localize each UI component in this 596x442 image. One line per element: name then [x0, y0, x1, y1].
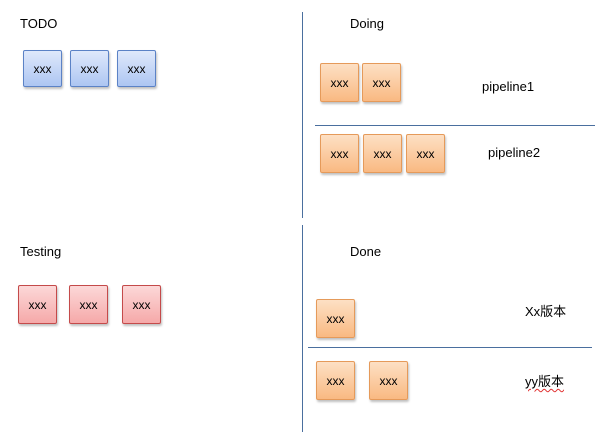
testing-title: Testing [20, 244, 62, 259]
doing-pipeline2-card-2[interactable]: xxx [363, 134, 402, 173]
todo-card-3[interactable]: xxx [117, 50, 156, 87]
done-title: Done [350, 244, 382, 259]
pipeline2-label: pipeline2 [488, 145, 541, 160]
vertical-divider-top [302, 12, 303, 218]
doing-pipeline2-card-3[interactable]: xxx [406, 134, 445, 173]
todo-card-1[interactable]: xxx [23, 50, 62, 87]
todo-card-2[interactable]: xxx [70, 50, 109, 87]
yy-version-label: yy版本 [525, 374, 565, 389]
done-xx-card-1[interactable]: xxx [316, 299, 355, 338]
doing-pipeline1-card-1[interactable]: xxx [320, 63, 359, 102]
done-yy-card-1[interactable]: xxx [316, 361, 355, 400]
doing-pipeline2-card-1[interactable]: xxx [320, 134, 359, 173]
xx-version-label: Xx版本 [525, 304, 567, 319]
vertical-divider-bottom [302, 225, 303, 432]
doing-title: Doing [350, 16, 384, 31]
done-yy-card-2[interactable]: xxx [369, 361, 408, 400]
todo-title: TODO [20, 16, 58, 31]
testing-card-2[interactable]: xxx [69, 285, 108, 324]
testing-card-1[interactable]: xxx [18, 285, 57, 324]
pipeline1-label: pipeline1 [482, 79, 535, 94]
doing-pipeline1-card-2[interactable]: xxx [362, 63, 401, 102]
done-lane-divider [308, 347, 592, 348]
doing-lane-divider [315, 125, 595, 126]
testing-card-3[interactable]: xxx [122, 285, 161, 324]
